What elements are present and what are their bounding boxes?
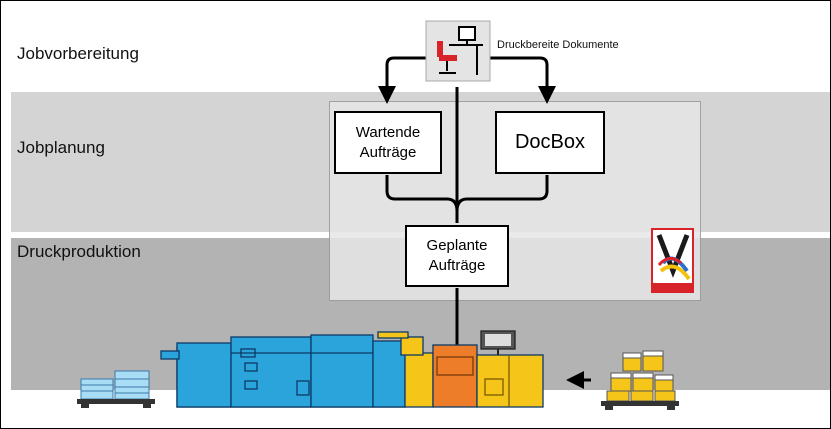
arrow-to-waiting (378, 56, 426, 104)
waiting-jobs-box: Wartende Aufträge (334, 111, 442, 174)
planned-jobs-box: Geplante Aufträge (405, 225, 509, 287)
source-label: Druckbereite Dokumente (497, 39, 619, 51)
planned-jobs-label: Geplante Aufträge (426, 237, 488, 274)
docbox-box: DocBox (495, 111, 605, 174)
row-label-preparation: Jobvorbereitung (17, 44, 139, 63)
row-label-production: Druckproduktion (17, 242, 141, 261)
arrow-to-docbox (490, 56, 556, 104)
row-label-planning: Jobplanung (17, 138, 105, 157)
waiting-jobs-label: Wartende Aufträge (355, 123, 421, 161)
docbox-label: DocBox (514, 131, 586, 153)
merge-lines (385, 175, 549, 213)
